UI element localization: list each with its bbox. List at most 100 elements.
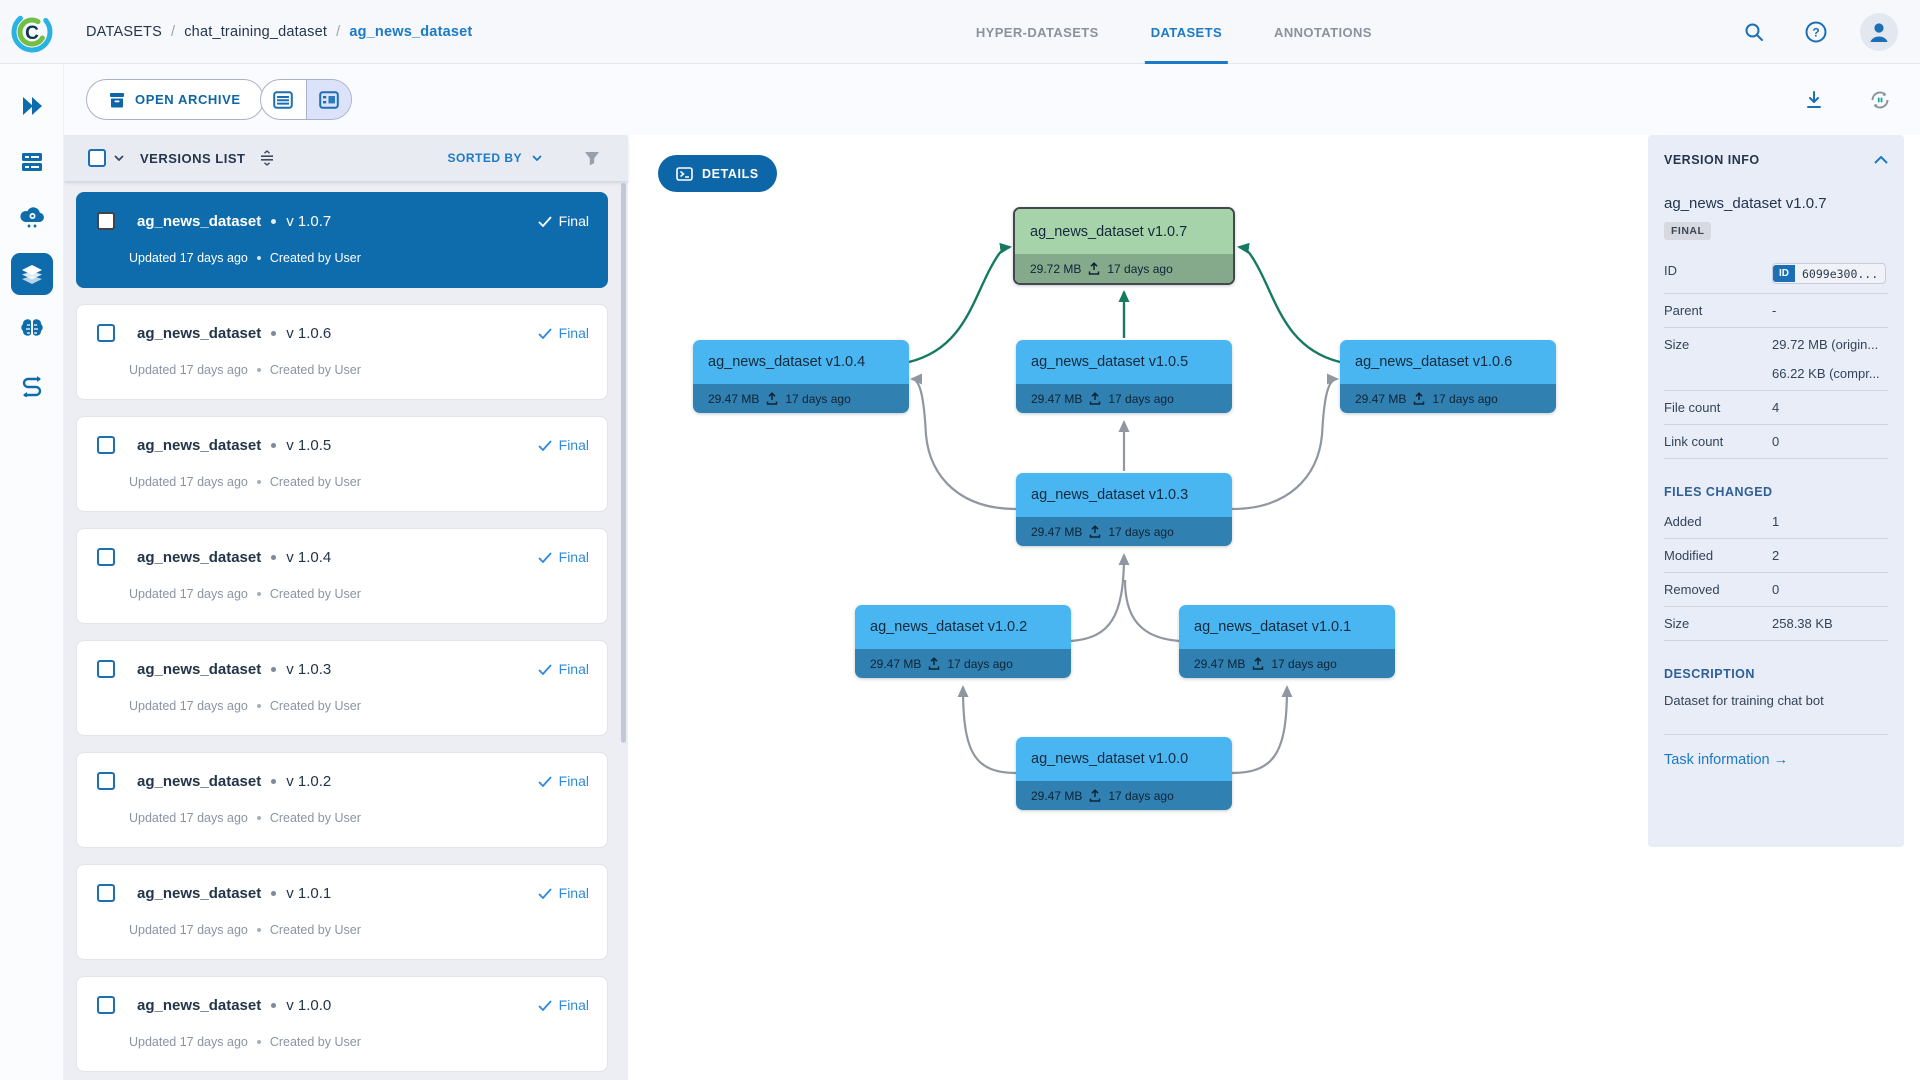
filter-icon[interactable] [584,151,600,166]
download-icon[interactable] [1796,82,1832,118]
node-label: ag_news_dataset v1.0.6 [1340,340,1556,384]
search-icon[interactable] [1736,14,1772,50]
item-updated: Updated 17 days ago [129,251,248,265]
node-date: 17 days ago [1108,524,1174,539]
node-size: 29.47 MB [1031,524,1083,539]
dot-separator [271,218,277,224]
modified-value: 2 [1772,548,1780,563]
help-icon[interactable]: ? [1798,14,1834,50]
expand-collapse-icon[interactable] [259,150,275,166]
item-status: Final [538,885,589,901]
changed-size-label: Size [1664,616,1690,631]
view-toggle-group [260,79,352,120]
projects-icon[interactable] [0,134,64,190]
split-view-icon[interactable] [305,80,351,119]
check-icon [538,215,552,227]
breadcrumb-dataset[interactable]: ag_news_dataset [349,24,473,40]
id-label: ID [1664,263,1677,278]
item-updated: Updated 17 days ago [129,475,248,489]
dot-separator [256,480,261,484]
select-all-checkbox[interactable] [88,149,106,167]
sorted-by-button[interactable]: SORTED BY [447,151,522,165]
item-checkbox[interactable] [97,212,115,230]
item-checkbox[interactable] [97,660,115,678]
item-dataset-name: ag_news_dataset [137,212,262,230]
models-icon[interactable] [0,302,64,358]
added-value: 1 [1772,514,1780,529]
header-icons: ? [1736,0,1898,64]
upload-icon [767,392,778,405]
open-archive-button[interactable]: OPEN ARCHIVE [86,79,264,120]
item-status: Final [538,437,589,453]
item-version: v 1.0.7 [286,212,332,230]
item-created: Created by User [269,251,361,265]
datasets-icon[interactable] [0,246,64,302]
node-date: 17 days ago [1107,261,1173,276]
collapse-chevron-icon[interactable] [1874,156,1888,164]
svg-text:?: ? [1812,26,1819,40]
item-checkbox[interactable] [97,996,115,1014]
details-button[interactable]: DETAILS [658,155,777,192]
breadcrumb-project[interactable]: chat_training_dataset [184,24,328,40]
task-information-link[interactable]: Task information → [1664,752,1789,768]
tab-datasets[interactable]: DATASETS [1144,0,1229,64]
tab-hyper-datasets[interactable]: HYPER-DATASETS [975,24,1099,40]
clearml-logo[interactable]: C [9,9,55,55]
files-changed-title: FILES CHANGED [1664,485,1773,499]
auto-refresh-icon[interactable] [1862,82,1898,118]
pipelines-icon[interactable] [0,358,64,414]
node-label: ag_news_dataset v1.0.0 [1016,737,1232,781]
details-panel-icon [676,166,693,181]
table-view-icon[interactable] [261,80,306,119]
node-size: 29.47 MB [1031,391,1083,406]
item-version: v 1.0.6 [286,324,332,342]
size-compressed-value: 66.22 KB (compr... [1772,366,1880,381]
size-label: Size [1664,337,1690,352]
expand-icon[interactable] [0,78,64,134]
node-label: ag_news_dataset v1.0.3 [1016,473,1232,517]
item-status: Final [538,661,589,677]
item-checkbox[interactable] [97,324,115,342]
item-checkbox[interactable] [97,884,115,902]
version-graph-edges [908,242,1341,775]
item-version: v 1.0.1 [286,884,332,902]
id-value: 6099e300... [1802,266,1879,281]
serving-icon[interactable] [0,190,64,246]
item-checkbox[interactable] [97,436,115,454]
upload-icon [1253,657,1264,670]
removed-value: 0 [1772,582,1780,597]
item-checkbox[interactable] [97,548,115,566]
toolbar-right-icons [1796,79,1898,120]
item-dataset-name: ag_news_dataset [137,660,262,678]
breadcrumb-datasets[interactable]: DATASETS [86,24,162,40]
header-tabs: HYPER-DATASETS DATASETS ANNOTATIONS [976,0,1372,64]
node-size: 29.47 MB [1031,788,1083,803]
size-original-value: 29.72 MB (origin... [1772,337,1879,352]
item-checkbox[interactable] [97,772,115,790]
item-updated: Updated 17 days ago [129,363,248,377]
checkbox-caret-icon[interactable] [114,155,124,161]
graph-node-v1-0-3[interactable]: ag_news_dataset v1.0.3 29.47 MB 17 days a… [1016,473,1232,546]
item-created: Created by User [269,699,361,713]
list-scrollbar[interactable] [621,183,626,743]
profile-avatar[interactable] [1860,13,1898,51]
tab-annotations[interactable]: ANNOTATIONS [1274,24,1372,40]
item-version: v 1.0.3 [286,660,332,678]
sorted-by-caret-icon[interactable] [532,155,542,161]
